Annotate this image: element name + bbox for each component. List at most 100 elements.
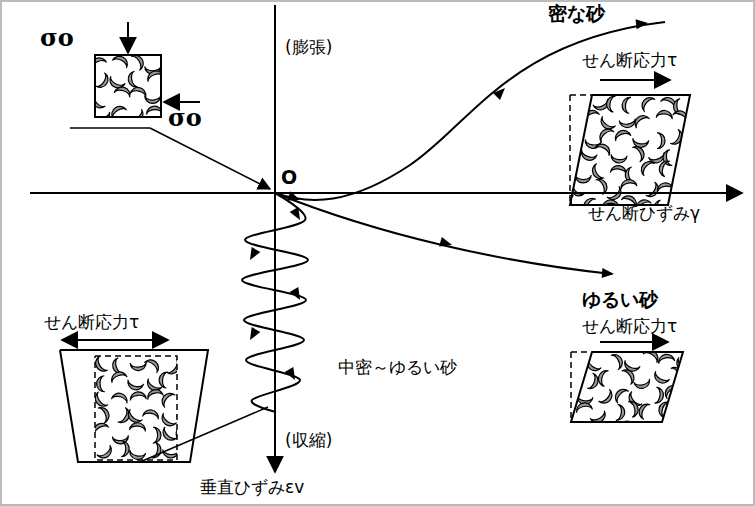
sand-grain <box>575 175 591 183</box>
sand-grain <box>673 189 690 200</box>
sand-grain <box>634 379 651 390</box>
shear-box <box>60 350 208 462</box>
sand-grain <box>611 352 625 370</box>
sand-grain <box>111 391 129 403</box>
sand-grain <box>114 85 132 97</box>
sand-grain <box>109 103 127 117</box>
sand-grain <box>95 55 107 69</box>
shear-arrow <box>600 341 668 343</box>
sand-grain <box>654 387 664 404</box>
sand-grain <box>146 388 163 400</box>
sand-grain <box>587 373 600 391</box>
sand-grain <box>599 389 616 406</box>
dense-sand-curve <box>275 22 665 200</box>
contraction-label: (収縮) <box>285 430 332 450</box>
sand-grain <box>145 95 161 103</box>
sand-grain <box>143 409 160 420</box>
sand-grain <box>566 424 584 439</box>
sand-grain <box>681 146 690 162</box>
sand-grain <box>146 106 161 115</box>
sand-grain <box>610 165 627 175</box>
curve-label: 密な砂 <box>548 2 605 25</box>
sand-grain <box>121 441 129 457</box>
sand-grain <box>646 182 661 200</box>
sand-grain <box>130 391 147 400</box>
original-outline <box>570 94 592 96</box>
sand-grain <box>632 144 646 162</box>
sand-grain <box>597 369 609 387</box>
volumetric-strain-axis <box>274 5 276 472</box>
sand-grain <box>112 55 130 68</box>
sand-grain <box>97 445 115 460</box>
sand-grain <box>637 402 651 420</box>
sand-grain <box>167 359 177 377</box>
sand-grain <box>657 159 670 177</box>
sand-grain <box>605 422 621 431</box>
curve-label: ゆるい砂 <box>582 288 658 311</box>
arrow-head <box>246 247 261 262</box>
stress-label: σo <box>168 104 202 133</box>
sand-grain <box>126 380 144 392</box>
leader-line <box>150 128 270 189</box>
base-line <box>70 127 150 129</box>
sand-grain <box>144 357 161 373</box>
sand-grain <box>95 94 105 111</box>
sand-grain <box>656 110 673 119</box>
sand-grain <box>159 413 177 429</box>
sand-grain <box>621 418 638 435</box>
sand-grain <box>597 126 614 142</box>
sample-box <box>95 55 161 117</box>
axis-label: 垂直ひずみεv <box>200 477 304 497</box>
stress-arrow <box>164 101 200 103</box>
original-outline <box>571 351 592 353</box>
sheared-sample <box>570 95 690 205</box>
sand-grain <box>652 371 670 386</box>
sand-grain <box>613 128 631 141</box>
sand-grain <box>616 404 626 421</box>
sand-grain <box>128 450 145 460</box>
sand-grain <box>575 402 592 413</box>
sand-grain <box>595 141 613 155</box>
sand-grain <box>596 177 610 195</box>
sand-grain <box>638 158 654 175</box>
sand-grain <box>657 133 665 149</box>
sand-grain <box>98 405 112 423</box>
sand-grain <box>159 390 175 407</box>
sand-grain <box>620 178 637 189</box>
sand-grain <box>590 164 605 182</box>
sand-grain <box>689 91 704 109</box>
arrow-head <box>439 237 453 250</box>
sand-grain <box>628 400 640 417</box>
sheared-sample <box>571 352 683 422</box>
arrow-head <box>285 367 300 382</box>
shear-stress-label: せん断応力τ <box>44 312 139 332</box>
stress-arrow <box>127 22 129 53</box>
sand-grain <box>109 370 127 383</box>
stress-label: σo <box>40 24 74 53</box>
cyclic-shear-arrow <box>62 339 168 341</box>
sand-grain <box>632 112 650 128</box>
sand-grain <box>131 55 146 70</box>
shear-arrow <box>600 79 670 81</box>
arrow-head <box>290 287 305 302</box>
leader-line <box>140 407 268 462</box>
loose-sand-curve <box>275 193 612 274</box>
origin-label: O <box>281 166 297 189</box>
original-outline <box>570 352 572 422</box>
sand-grain <box>582 108 600 122</box>
sand-grain <box>579 150 597 162</box>
sand-grain <box>679 173 695 181</box>
sample-outline <box>95 356 177 460</box>
original-outline <box>569 95 571 205</box>
sand-grain <box>673 357 690 374</box>
sand-grain <box>95 392 108 410</box>
shear-stress-label: せん断応力τ <box>582 50 677 70</box>
axis-label: せん断ひずみγ <box>588 203 700 223</box>
sand-grain <box>619 119 636 129</box>
sand-grain <box>130 362 147 371</box>
sand-grain <box>639 94 656 111</box>
sand-grain <box>95 420 109 435</box>
